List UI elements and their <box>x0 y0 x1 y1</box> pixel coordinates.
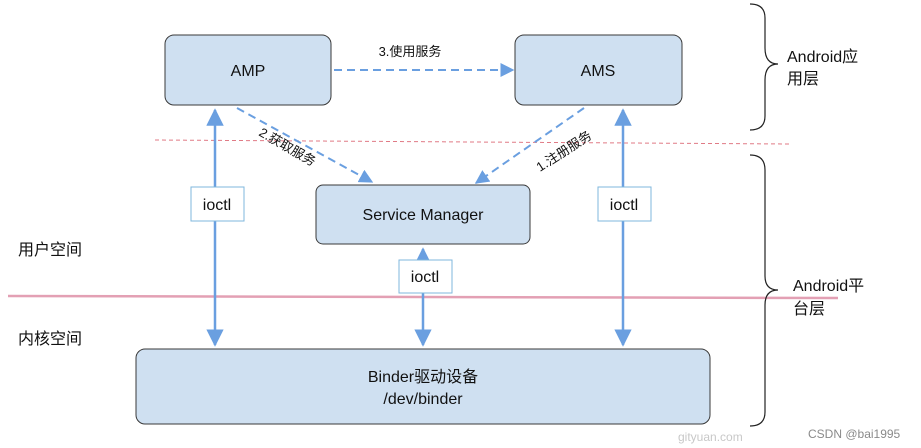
ioctl-label-left-box <box>190 186 245 222</box>
binder-driver-label: Binder驱动设备 <box>368 368 478 386</box>
service-manager-box <box>315 184 531 245</box>
gityuan-watermark: gityuan.com <box>678 430 743 444</box>
service-manager-label: Service Manager <box>363 207 485 224</box>
ioctl-label-left: ioctl <box>203 197 231 214</box>
ioctl-label-center-box <box>398 259 453 294</box>
ams-box <box>514 34 683 106</box>
user-space-label: 用户空间 <box>18 241 82 259</box>
register-service-label: 1.注册服务 <box>533 128 594 175</box>
register-service-arrow <box>474 107 585 184</box>
platform-layer-label-line2: 台层 <box>793 300 825 318</box>
get-service-arrow <box>236 107 374 183</box>
csdn-watermark: CSDN @bai1995 <box>808 427 901 441</box>
ioctl-label-center: ioctl <box>411 269 439 286</box>
app-platform-divider <box>154 139 791 145</box>
amp-label: AMP <box>231 63 266 80</box>
app-layer-label-line1: Android应 <box>787 47 858 66</box>
platform-layer-label-line1: Android平 <box>793 278 864 295</box>
ams-label: AMS <box>581 63 616 80</box>
ioctl-label-right-box <box>597 186 652 222</box>
platform-layer-bracket <box>749 154 779 427</box>
app-layer-label-line2: 用层 <box>787 71 819 88</box>
amp-box <box>164 34 332 106</box>
ioctl-label-right: ioctl <box>610 197 638 214</box>
kernel-space-label: 内核空间 <box>18 330 82 348</box>
binder-driver-box <box>135 348 711 425</box>
app-layer-bracket <box>749 3 779 131</box>
binder-device-path: /dev/binder <box>383 391 463 408</box>
use-service-label: 3.使用服务 <box>379 44 442 59</box>
